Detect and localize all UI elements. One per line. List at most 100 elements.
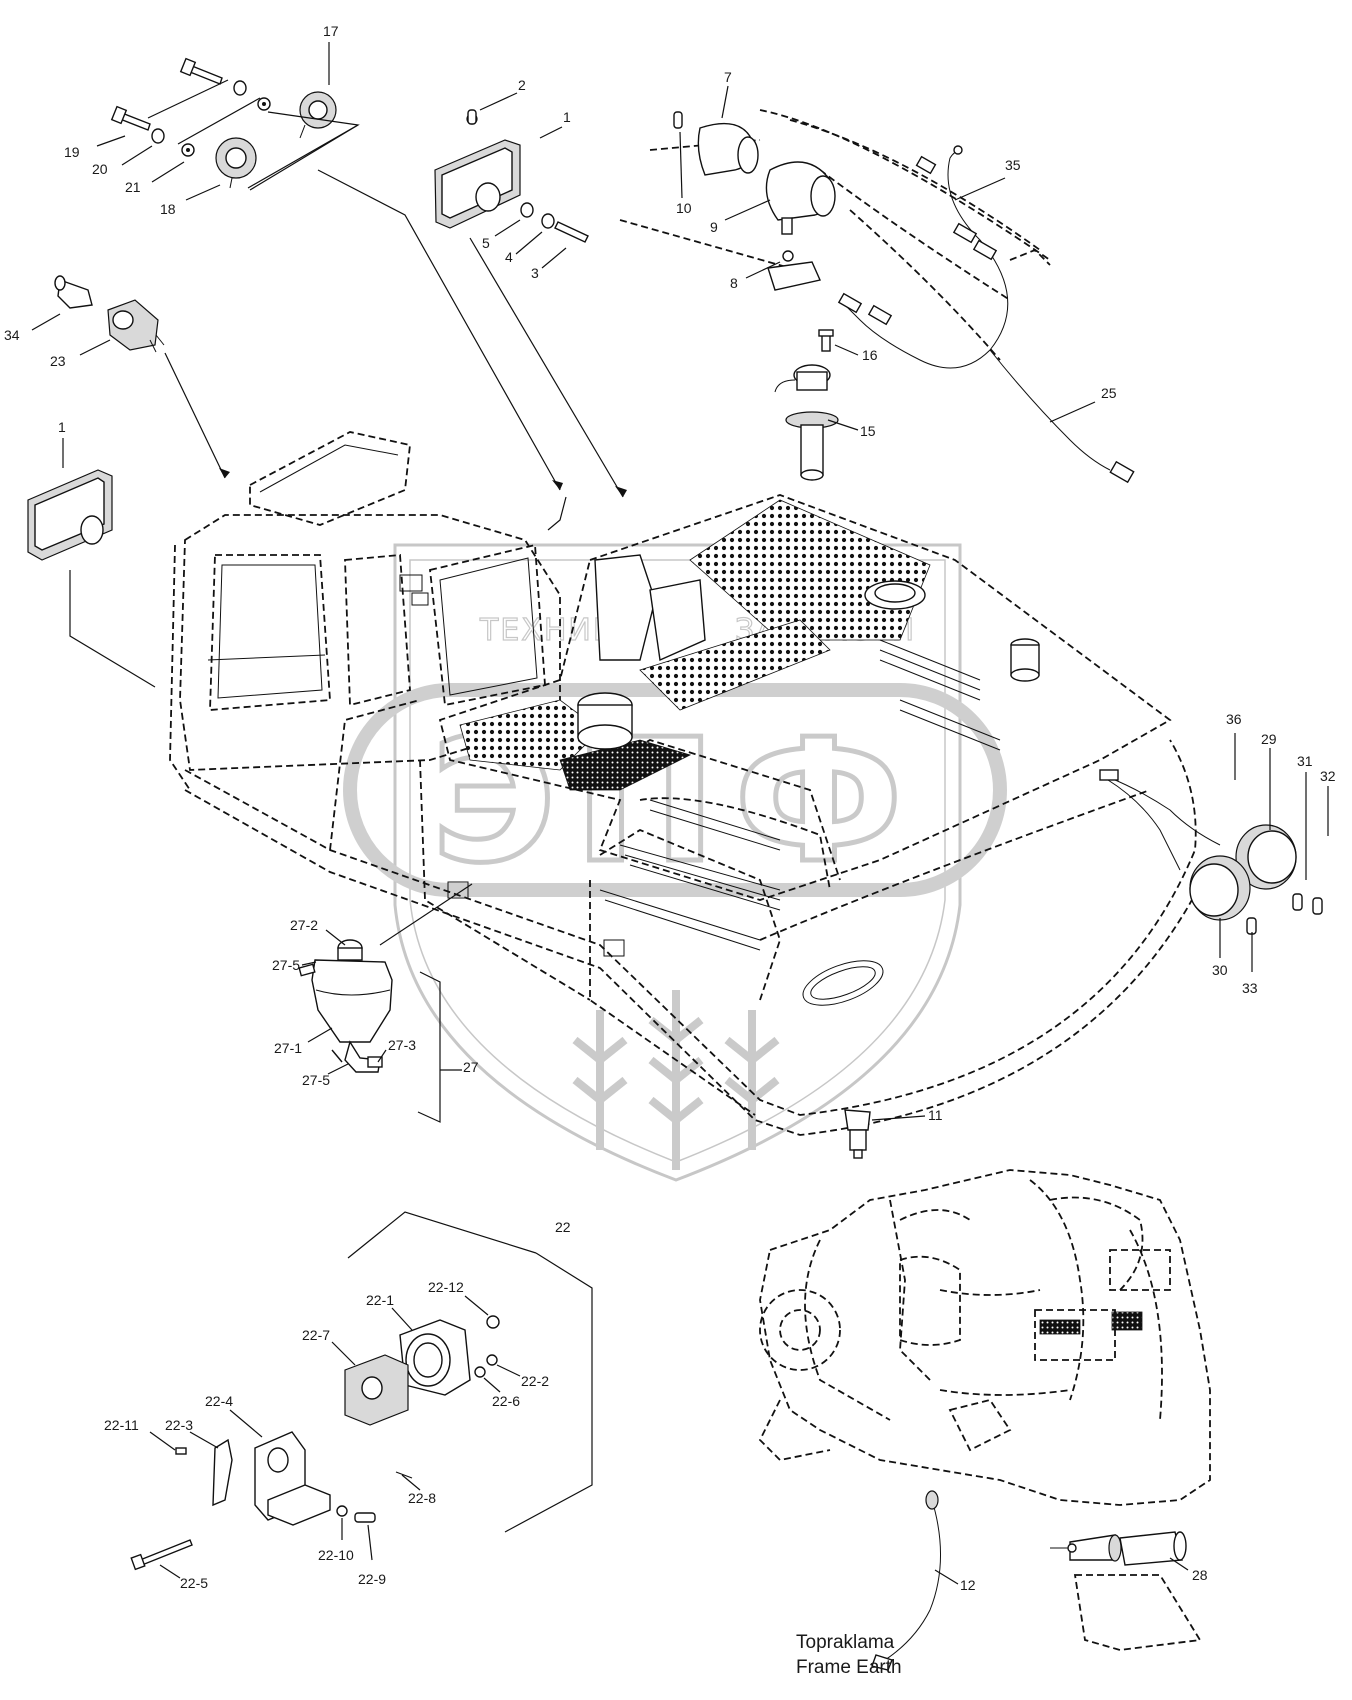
work-lamp-left: [27, 469, 113, 561]
callout-20: 20: [92, 161, 108, 177]
callout-27: 27: [463, 1059, 479, 1075]
frame-earth-label-line2: Frame Earth: [796, 1657, 902, 1678]
callout-1-left: 1: [58, 419, 66, 435]
bulb-34: [54, 275, 93, 309]
callout-22-3: 22-3: [165, 1417, 193, 1433]
callout-3: 3: [531, 265, 539, 281]
watermark-shield: [393, 543, 962, 1182]
callout-2: 2: [518, 77, 526, 93]
bulb-33: [1246, 917, 1257, 935]
callout-29: 29: [1261, 731, 1277, 747]
horn-22-1: [399, 1319, 471, 1396]
excavator-upper-structure: [169, 431, 1211, 1136]
callout-27-2: 27-2: [290, 917, 318, 933]
callout-22-1: 22-1: [366, 1292, 394, 1308]
nut-22-12: [486, 1315, 500, 1329]
callout-22-10: 22-10: [318, 1547, 354, 1563]
callout-32: 32: [1320, 768, 1336, 784]
callout-22-5: 22-5: [180, 1575, 208, 1591]
callout-9: 9: [710, 219, 718, 235]
callout-34: 34: [4, 327, 20, 343]
sensor-11: [844, 1109, 871, 1159]
boom-mount: [594, 554, 706, 662]
stop-solenoid-28: [1050, 1531, 1202, 1651]
callout-35: 35: [1005, 157, 1021, 173]
screw-22-11: [175, 1447, 187, 1455]
harness-35: [837, 145, 1135, 484]
callout-21: 21: [125, 179, 141, 195]
lamp-29: [1235, 824, 1297, 890]
vent-slots: [599, 639, 1001, 951]
callout-27-5b: 27-5: [302, 1072, 330, 1088]
bracket-22-4: [254, 1431, 331, 1526]
callout-8: 8: [730, 275, 738, 291]
horn-bracket-22: [130, 1315, 500, 1571]
bolt-22-9: [354, 1512, 376, 1523]
callout-28: 28: [1192, 1567, 1208, 1583]
callout-22-6: 22-2: [521, 1373, 549, 1389]
callout-22-4: 22-4: [205, 1393, 233, 1409]
switch-23: [107, 299, 165, 353]
callout-33: 33: [1242, 980, 1258, 996]
nut-22-6: [486, 1354, 498, 1366]
lamp-30: [1189, 855, 1251, 921]
boom-lights: [619, 109, 1135, 484]
bulb-10: [673, 111, 683, 129]
leader-lines: [69, 111, 627, 1533]
callout-22-7: 22-6: [492, 1393, 520, 1409]
horn-assembly: [110, 57, 337, 189]
engine-hood: [438, 494, 1172, 951]
lamp-7: [697, 122, 759, 176]
callout-17: 17: [323, 23, 339, 39]
engine: [758, 1169, 1211, 1506]
rear-lights: [1099, 769, 1323, 935]
callout-27-1: 27-1: [274, 1040, 302, 1056]
callout-4: 4: [505, 249, 513, 265]
callout-16: 16: [862, 347, 878, 363]
callout-23: 23: [50, 353, 66, 369]
bolt-22-5: [130, 1539, 193, 1571]
perforated-panels: [459, 499, 931, 791]
callout-22-11: 22-11: [104, 1417, 139, 1433]
work-lamp-top: [434, 109, 589, 243]
bulb-32: [1312, 897, 1323, 915]
callout-30: 30: [1212, 962, 1228, 978]
washer-21: [181, 97, 271, 157]
wheat-icon: [572, 990, 780, 1170]
callout-22-8: 22-8: [408, 1490, 436, 1506]
callout-7: 7: [724, 69, 732, 85]
washer-22-7: [474, 1366, 486, 1378]
frame-earth-label: Topraklama Frame Earth: [796, 1632, 902, 1678]
muffler-stack: [1010, 638, 1040, 682]
upper-frame-body: [184, 699, 1211, 1136]
callouts: 17 2 1 7 19 20 21 18 5 4 3 10 9 8 35 34: [4, 23, 1336, 1593]
bolt-19: [110, 57, 223, 131]
callout-12: 12: [960, 1577, 976, 1593]
nut-20: [151, 80, 247, 144]
callout-22-12: 22-12: [428, 1279, 464, 1295]
callout-1-top: 1: [563, 109, 571, 125]
callout-15: 15: [860, 423, 876, 439]
callout-22-2: 22-7: [302, 1327, 330, 1343]
callout-27-5a: 27-5: [272, 957, 300, 973]
horn-18: [215, 137, 257, 189]
callout-10: 10: [676, 200, 692, 216]
callout-31: 31: [1297, 753, 1313, 769]
callout-36: 36: [1226, 711, 1242, 727]
callout-11: 11: [928, 1107, 943, 1123]
frame-earth-label-line1: Topraklama: [796, 1632, 895, 1653]
hydraulic-tank-cap: [577, 692, 633, 750]
callout-18: 18: [160, 201, 176, 217]
lamp-9: [765, 161, 836, 235]
earth-strap-12: [871, 1490, 942, 1671]
callout-5: 5: [482, 235, 490, 251]
callout-22: 22: [555, 1219, 571, 1235]
washer-reservoir-27: [298, 939, 393, 1073]
pin-22-8: [395, 1471, 413, 1479]
bracket-8: [767, 250, 821, 291]
fuel-tank-cap: [864, 580, 926, 610]
callout-27-3: 27-3: [388, 1037, 416, 1053]
horn-17: [299, 91, 337, 139]
bracket-22-3: [212, 1438, 233, 1507]
